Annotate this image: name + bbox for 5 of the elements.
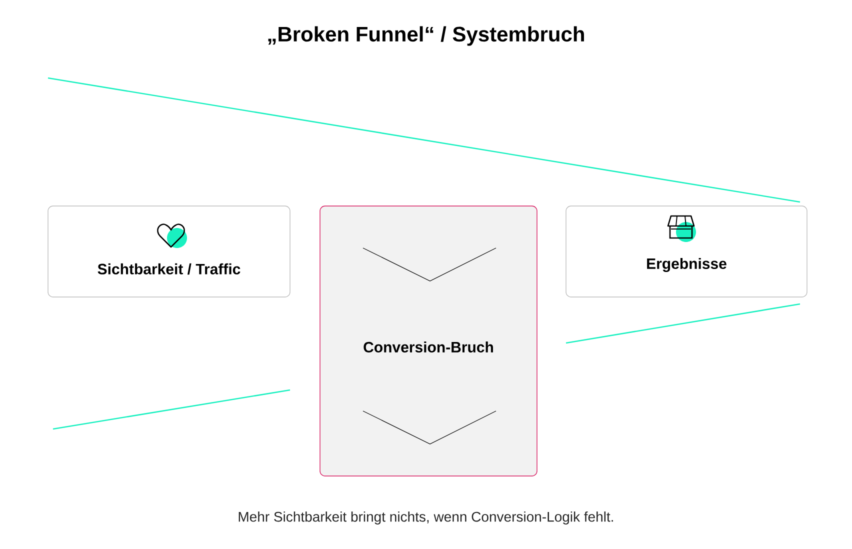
- caption: Mehr Sichtbarkeit bringt nichts, wenn Conversion-Logik fehlt.: [238, 511, 613, 525]
- break-box: Conversion-Bruch: [320, 206, 538, 476]
- stage-box: Ergebnisse: [566, 206, 808, 298]
- stage-box: Sichtbarkeit / Traffic: [48, 206, 290, 298]
- title: „Broken Funnel“ / Systembruch: [268, 26, 584, 46]
